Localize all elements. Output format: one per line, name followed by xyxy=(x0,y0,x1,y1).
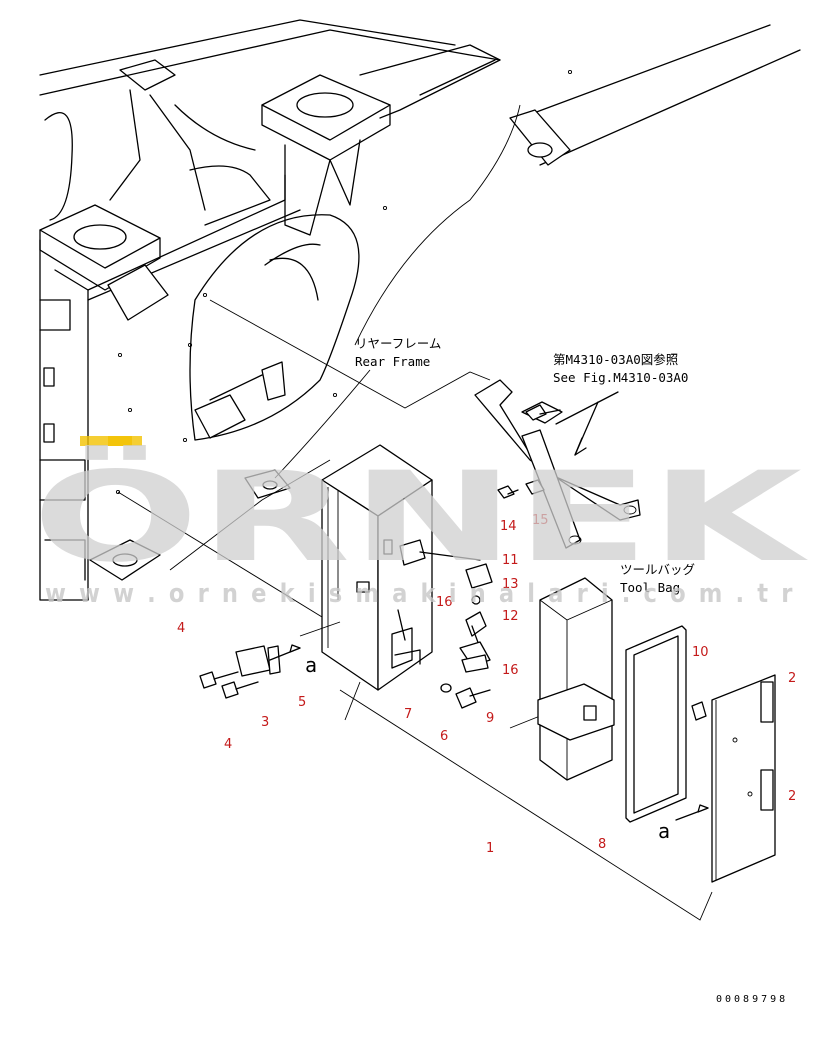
callout-14: 14 xyxy=(500,519,517,534)
callout-15: 15 xyxy=(532,513,549,528)
drawing-code: 00089798 xyxy=(716,994,788,1005)
callout-10: 10 xyxy=(692,645,709,660)
label-view-a-right: a xyxy=(658,819,670,843)
tie-bar-drawing xyxy=(509,24,801,166)
label-rear-frame-jp: リヤーフレーム xyxy=(355,336,441,351)
label-rear-frame-en: Rear Frame xyxy=(355,354,430,369)
watermark-url: w w w . o r n e k i s m a k i n a l a r … xyxy=(45,579,795,609)
leader-lines xyxy=(117,104,713,921)
callout-1: 1 xyxy=(486,841,494,856)
view-arrows xyxy=(269,644,709,821)
watermark-accent-left xyxy=(80,436,132,446)
label-tool-bag-en: Tool Bag xyxy=(620,580,680,595)
callout-16-lower: 16 xyxy=(502,663,519,678)
callout-6: 6 xyxy=(440,729,448,744)
label-tool-bag-jp: ツールバッグ xyxy=(620,562,695,577)
small-parts-drawing xyxy=(199,404,707,721)
callout-11: 11 xyxy=(502,553,519,568)
label-see-fig-jp: 第M4310-03A0図参照 xyxy=(553,352,678,367)
label-see-fig-en: See Fig.M4310-03A0 xyxy=(553,370,688,385)
callout-2-upper: 2 xyxy=(788,671,796,686)
callout-4-lower: 4 xyxy=(224,737,232,752)
callout-9: 9 xyxy=(486,711,494,726)
callout-13: 13 xyxy=(502,577,519,592)
callout-8: 8 xyxy=(598,837,606,852)
rear-frame-drawing xyxy=(39,19,573,601)
text-labels: リヤーフレーム Rear Frame 第M4310-03A0図参照 See Fi… xyxy=(305,336,788,1005)
watermark: ÖRNEK w w w . o r n e k i s m a k i n a … xyxy=(32,436,808,609)
watermark-brand: ÖRNEK xyxy=(32,444,808,590)
callout-4-upper: 4 xyxy=(177,621,185,636)
callout-3: 3 xyxy=(261,715,269,730)
door-drawing xyxy=(711,674,776,883)
callout-16-upper: 16 xyxy=(436,595,453,610)
callout-5: 5 xyxy=(298,695,306,710)
tool-bag-drawing xyxy=(537,577,615,781)
watermark-accent-right xyxy=(108,436,142,446)
callout-12: 12 xyxy=(502,609,519,624)
label-view-a-left: a xyxy=(305,653,317,677)
callout-2-lower: 2 xyxy=(788,789,796,804)
callout-7: 7 xyxy=(404,707,412,722)
callout-numbers: 1 2 2 3 4 4 5 6 7 8 9 10 11 12 13 14 15 … xyxy=(177,513,796,856)
tool-box-drawing xyxy=(299,444,433,691)
door-gasket-drawing xyxy=(625,625,687,823)
